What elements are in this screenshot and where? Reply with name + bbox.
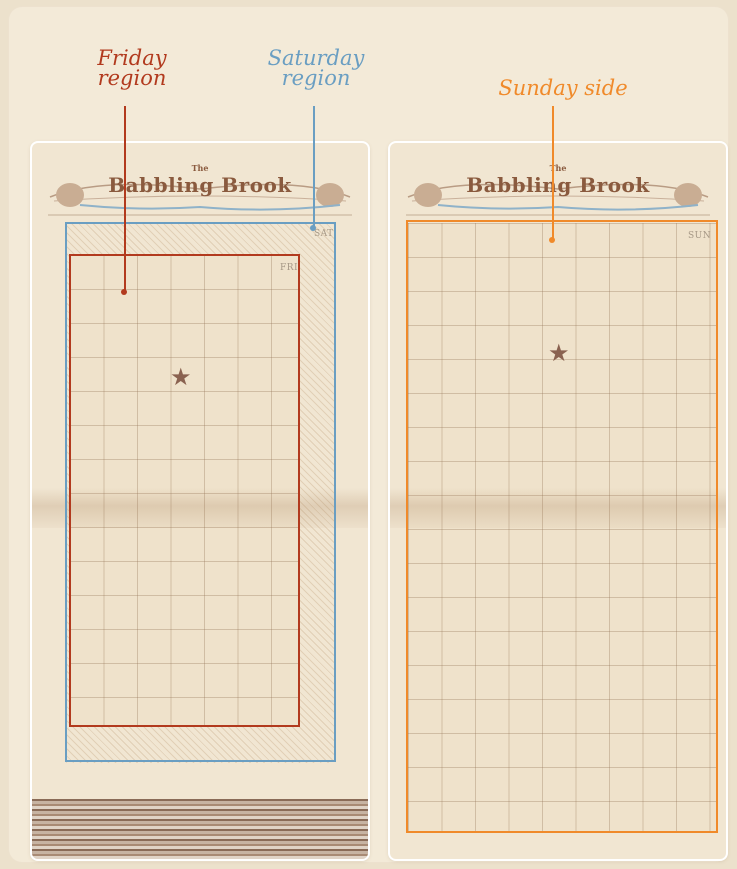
friday-label-line1: Friday — [86, 48, 178, 68]
sunday-label-text: Sunday side — [498, 76, 627, 100]
right-masthead: The Babbling Brook — [398, 157, 718, 223]
sunday-side-label: Sunday side — [488, 78, 638, 98]
saturday-label-line2: region — [266, 68, 366, 88]
sunday-leader-dot — [549, 237, 555, 243]
masthead-the: The — [40, 163, 360, 173]
diagram-canvas: Friday region Saturday region Sunday sid… — [8, 6, 729, 863]
saturday-leader-dot — [310, 225, 316, 231]
saturday-leader-line — [313, 106, 315, 228]
masthead-the: The — [398, 163, 718, 173]
saturday-label-line1: Saturday — [266, 48, 366, 68]
saturday-region-label: Saturday region — [266, 48, 366, 88]
sunday-leader-line — [552, 106, 554, 240]
wood-grain-strip — [32, 799, 368, 859]
friday-leader-dot — [121, 289, 127, 295]
masthead-title: Babbling Brook — [40, 173, 360, 197]
sunday-region-box — [406, 220, 718, 833]
left-masthead: The Babbling Brook — [40, 157, 360, 223]
friday-region-box — [69, 254, 300, 727]
masthead-title: Babbling Brook — [398, 173, 718, 197]
friday-region-label: Friday region — [86, 48, 178, 88]
friday-label-line2: region — [86, 68, 178, 88]
right-newspaper-sheet: The Babbling Brook SUN ★ — [390, 143, 726, 859]
friday-leader-line — [124, 106, 126, 292]
left-newspaper-sheet: The Babbling Brook SAT FRI ★ — [32, 143, 368, 859]
